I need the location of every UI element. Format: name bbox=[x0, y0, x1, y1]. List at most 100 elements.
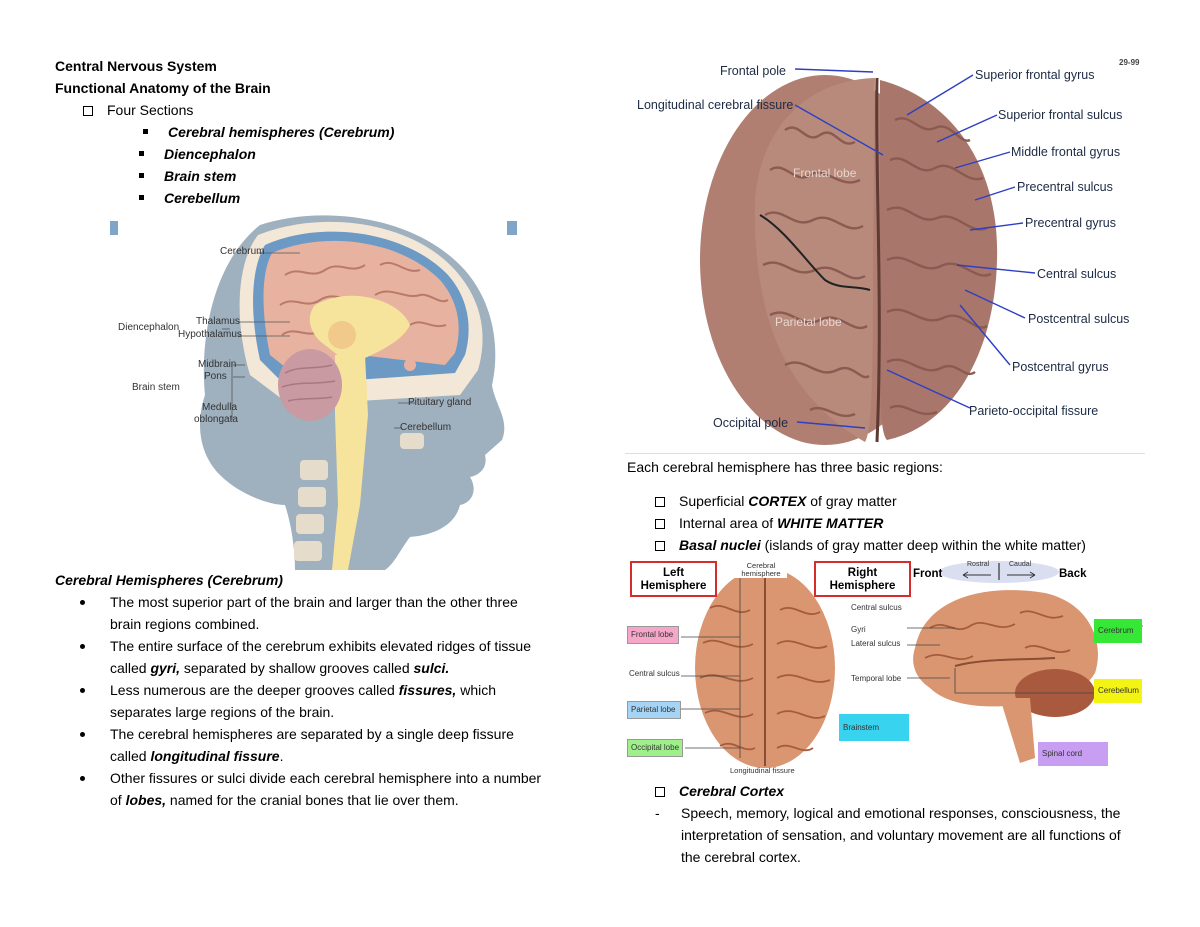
label-central-sulcus-right: Central sulcus bbox=[851, 603, 902, 612]
round-bullet-icon bbox=[80, 776, 85, 781]
sections-list: Cerebral hemispheres (Cerebrum) Dienceph… bbox=[55, 121, 575, 209]
figure-marker-right bbox=[507, 221, 517, 235]
square-bullet-icon bbox=[139, 195, 144, 200]
cortex-heading-item: Cerebral Cortex bbox=[627, 780, 1147, 802]
label-precentral-gyrus: Precentral gyrus bbox=[1025, 216, 1116, 230]
label-longitudinal-fissure: Longitudinal cerebral fissure bbox=[637, 98, 793, 112]
sections-label: Four Sections bbox=[107, 102, 194, 118]
bullet-item: The entire surface of the cerebrum exhib… bbox=[80, 635, 545, 679]
label-brain-stem: Brain stem bbox=[132, 382, 180, 393]
label-cerebellum: Cerebellum bbox=[1094, 679, 1142, 703]
label-oblongata: oblongata bbox=[194, 414, 238, 425]
pituitary-shape bbox=[404, 359, 416, 371]
label-diencephalon: Diencephalon bbox=[118, 322, 180, 333]
label-front: Front bbox=[913, 568, 943, 580]
label-cerebrum: Cerebrum bbox=[220, 246, 265, 257]
bullet-item: Other fissures or sulci divide each cere… bbox=[80, 767, 545, 811]
cerebrum-heading: Cerebral Hemispheres (Cerebrum) bbox=[55, 572, 283, 588]
round-bullet-icon bbox=[80, 600, 85, 605]
checkbox-square-icon bbox=[655, 787, 665, 797]
label-pituitary: Pituitary gland bbox=[408, 397, 472, 408]
label-spinal-cord: Spinal cord bbox=[1038, 742, 1108, 766]
region-item: Internal area of WHITE MATTER bbox=[627, 512, 1157, 534]
label-frontal-pole: Frontal pole bbox=[720, 64, 786, 78]
gyri-lines bbox=[279, 262, 449, 336]
label-postcentral-gyrus: Postcentral gyrus bbox=[1012, 360, 1109, 374]
section-item: Cerebellum bbox=[139, 187, 575, 209]
sagittal-brain-figure bbox=[200, 215, 505, 570]
label-thalamus: Thalamus bbox=[196, 316, 240, 327]
label-parieto-occipital-fissure: Parieto-occipital fissure bbox=[969, 404, 1098, 418]
label-cerebellum: Cerebellum bbox=[400, 422, 452, 433]
label-midbrain: Midbrain bbox=[198, 359, 237, 370]
label-frontal-lobe: Frontal lobe bbox=[627, 626, 679, 644]
sagittal-figure-labels: Cerebrum Diencephalon Thalamus Hypothala… bbox=[110, 205, 510, 570]
label-superior-frontal-gyrus: Superior frontal gyrus bbox=[975, 68, 1095, 82]
section-item: Brain stem bbox=[139, 165, 575, 187]
label-arrows bbox=[794, 68, 1036, 429]
label-cerebrum: Cerebrum bbox=[1094, 619, 1142, 643]
label-back: Back bbox=[1059, 568, 1087, 580]
label-frontal-lobe-overlay: Frontal lobe bbox=[793, 166, 857, 180]
label-occipital-pole: Occipital pole bbox=[713, 416, 788, 430]
label-central-sulcus: Central sulcus bbox=[1037, 267, 1116, 281]
label-occipital-lobe: Occipital lobe bbox=[627, 739, 683, 757]
label-parietal-lobe-overlay: Parietal lobe bbox=[775, 315, 842, 329]
brainstem-spinal-cord bbox=[332, 355, 368, 570]
cortex-dash-item: - Speech, memory, logical and emotional … bbox=[627, 802, 1121, 868]
square-bullet-icon bbox=[143, 129, 148, 134]
longitudinal-fissure-line bbox=[875, 77, 881, 443]
square-bullet-icon bbox=[139, 151, 144, 156]
checkbox-square-icon bbox=[655, 541, 665, 551]
left-column: Central Nervous System Functional Anatom… bbox=[55, 55, 575, 209]
figure-code: 29-99 bbox=[1119, 58, 1140, 67]
label-lateral-sulcus: Lateral sulcus bbox=[851, 639, 901, 648]
sections-item: Four Sections bbox=[55, 99, 575, 121]
checkbox-square-icon bbox=[83, 106, 93, 116]
dash-bullet: - bbox=[655, 805, 660, 821]
round-bullet-icon bbox=[80, 732, 85, 737]
square-bullet-icon bbox=[139, 173, 144, 178]
checkbox-square-icon bbox=[655, 519, 665, 529]
label-precentral-sulcus: Precentral sulcus bbox=[1017, 180, 1113, 194]
round-bullet-icon bbox=[80, 688, 85, 693]
label-hypothalamus: Hypothalamus bbox=[178, 329, 242, 340]
superior-brain-figure: Frontal lobe Parietal lobe Frontal pole … bbox=[625, 50, 1145, 455]
label-caudal: Caudal bbox=[1009, 561, 1032, 568]
region-item: Superficial CORTEX of gray matter bbox=[627, 490, 1157, 512]
diencephalon-shape bbox=[309, 295, 410, 365]
label-postcentral-sulcus: Postcentral sulcus bbox=[1028, 312, 1129, 326]
cortex-section: Cerebral Cortex - Speech, memory, logica… bbox=[627, 780, 1147, 868]
region-item: Basal nuclei (islands of gray matter dee… bbox=[627, 534, 1157, 556]
cerebrum-section: Cerebral Hemispheres (Cerebrum) The most… bbox=[55, 569, 575, 811]
label-central-sulcus-left: Central sulcus bbox=[629, 669, 680, 678]
bullet-item: Less numerous are the deeper grooves cal… bbox=[80, 679, 545, 723]
label-medulla: Medulla bbox=[202, 402, 238, 413]
label-cerebral-hemisphere: Cerebral hemisphere bbox=[735, 562, 787, 578]
label-parietal-lobe: Parietal lobe bbox=[627, 701, 681, 719]
heading-functional-anatomy: Functional Anatomy of the Brain bbox=[55, 80, 271, 96]
label-pons: Pons bbox=[204, 371, 227, 382]
vertebrae bbox=[294, 433, 424, 561]
label-longitudinal-fissure-lower: Longitudinal fissure bbox=[730, 766, 795, 775]
bullet-item: The cerebral hemispheres are separated b… bbox=[80, 723, 545, 767]
regions-section: Each cerebral hemisphere has three basic… bbox=[627, 456, 1157, 556]
label-gyri: Gyri bbox=[851, 625, 866, 634]
label-rostral: Rostral bbox=[967, 561, 990, 568]
regions-intro: Each cerebral hemisphere has three basic… bbox=[627, 459, 943, 475]
cerebrum-bullets: The most superior part of the brain and … bbox=[55, 591, 545, 811]
thalamus-shape bbox=[328, 321, 356, 349]
label-brainstem: Brainstem bbox=[839, 714, 909, 741]
side-brainstem bbox=[1000, 698, 1035, 763]
label-middle-frontal-gyrus: Middle frontal gyrus bbox=[1011, 145, 1120, 159]
label-superior-frontal-sulcus: Superior frontal sulcus bbox=[998, 108, 1122, 122]
section-item: Diencephalon bbox=[139, 143, 575, 165]
heading-cns: Central Nervous System bbox=[55, 58, 217, 74]
label-temporal-lobe: Temporal lobe bbox=[851, 674, 902, 683]
bullet-item: The most superior part of the brain and … bbox=[80, 591, 545, 635]
round-bullet-icon bbox=[80, 644, 85, 649]
figure-marker-left bbox=[110, 221, 118, 235]
